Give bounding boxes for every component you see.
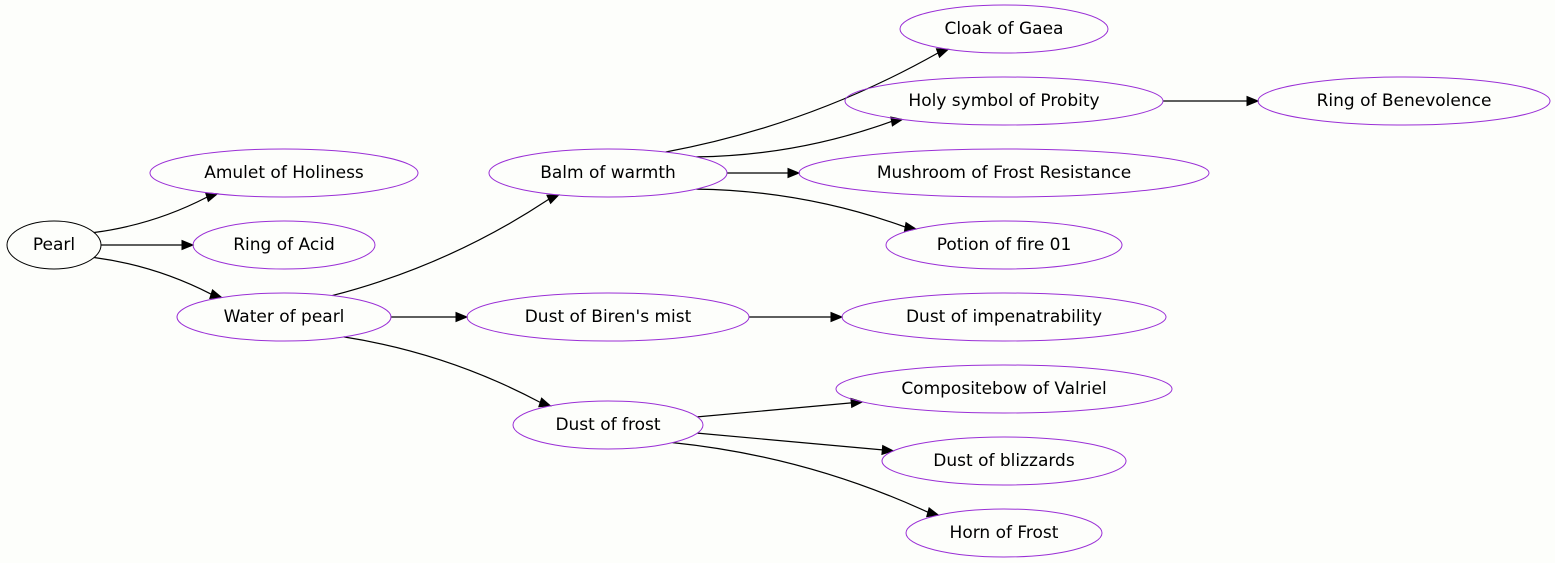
edge-pearl-to-ring-of-acid <box>101 239 195 251</box>
node-label: Dust of impenatrability <box>906 307 1102 327</box>
node-ellipse <box>905 508 1103 558</box>
node-balm-of-warmth: Balm of warmth <box>488 148 728 198</box>
node-label: Dust of frost <box>555 415 660 435</box>
node-ring-of-acid: Ring of Acid <box>192 220 376 270</box>
edge-line <box>672 442 929 513</box>
edge-line <box>697 402 852 418</box>
arrowhead-icon <box>1246 95 1260 107</box>
node-dust-of-blizzards: Dust of blizzards <box>881 436 1127 486</box>
edge-line <box>696 188 906 228</box>
node-label: Balm of warmth <box>540 163 676 183</box>
node-label: Horn of Frost <box>950 523 1059 543</box>
node-label: Potion of fire 01 <box>937 235 1072 255</box>
node-pearl: Pearl <box>6 220 102 270</box>
node-ellipse <box>899 4 1109 54</box>
node-ellipse <box>192 220 376 270</box>
arrowhead-icon <box>830 311 844 323</box>
node-potion-of-fire-01: Potion of fire 01 <box>885 220 1123 270</box>
node-ellipse <box>176 292 392 342</box>
edge-water-of-pearl-to-dust-of-frost <box>343 336 552 408</box>
edge-line <box>697 432 883 451</box>
node-dust-of-birens-mist: Dust of Biren's mist <box>466 292 750 342</box>
node-holy-symbol-of-probity: Holy symbol of Probity <box>844 76 1164 126</box>
node-label: Dust of Biren's mist <box>525 307 692 327</box>
edge-dust-of-frost-to-horn-of-frost <box>672 442 940 518</box>
edge-line <box>94 196 208 234</box>
arrowhead-icon <box>455 311 469 323</box>
node-dust-of-frost: Dust of frost <box>512 400 704 450</box>
edge-balm-of-warmth-to-potion-of-fire-01 <box>696 188 918 233</box>
node-label: Amulet of Holiness <box>204 163 364 183</box>
edge-balm-of-warmth-to-cloak-of-gaea <box>665 48 950 153</box>
node-ellipse <box>466 292 750 342</box>
node-compositebow-of-valriel: Compositebow of Valriel <box>835 364 1173 414</box>
edge-water-of-pearl-to-dust-of-birens-mist <box>391 311 469 323</box>
arrowhead-icon <box>881 444 895 456</box>
node-label: Cloak of Gaea <box>945 19 1064 39</box>
edge-balm-of-warmth-to-mushroom-of-frost-resistance <box>727 167 801 179</box>
edge-pearl-to-water-of-pearl <box>94 256 223 300</box>
node-horn-of-frost: Horn of Frost <box>905 508 1103 558</box>
node-ring-of-benevolence: Ring of Benevolence <box>1257 76 1551 126</box>
arrowhead-icon <box>538 397 552 408</box>
node-ellipse <box>841 292 1167 342</box>
node-label: Holy symbol of Probity <box>908 91 1099 111</box>
edge-dust-of-frost-to-dust-of-blizzards <box>697 432 895 456</box>
node-cloak-of-gaea: Cloak of Gaea <box>899 4 1109 54</box>
node-label: Ring of Acid <box>233 235 335 255</box>
node-mushroom-of-frost-resistance: Mushroom of Frost Resistance <box>798 148 1210 198</box>
node-ellipse <box>6 220 102 270</box>
node-ellipse <box>149 148 419 198</box>
edge-line <box>343 336 541 403</box>
edge-dust-of-frost-to-compositebow-of-valriel <box>697 397 864 418</box>
edge-holy-symbol-of-probity-to-ring-of-benevolence <box>1163 95 1260 107</box>
node-ellipse <box>885 220 1123 270</box>
node-label: Ring of Benevolence <box>1317 91 1492 111</box>
node-ellipse <box>844 76 1164 126</box>
node-label: Dust of blizzards <box>933 451 1075 471</box>
arrowhead-icon <box>935 48 950 59</box>
node-label: Compositebow of Valriel <box>901 379 1106 399</box>
edge-pearl-to-amulet-of-holiness <box>94 192 219 234</box>
edge-line <box>696 120 892 158</box>
node-ellipse <box>488 148 728 198</box>
node-amulet-of-holiness: Amulet of Holiness <box>149 148 419 198</box>
arrowhead-icon <box>787 167 801 179</box>
arrowhead-icon <box>926 507 940 518</box>
arrowhead-icon <box>209 289 223 300</box>
edge-line <box>332 198 550 297</box>
node-ellipse <box>1257 76 1551 126</box>
edge-balm-of-warmth-to-holy-symbol-of-probity <box>696 116 904 158</box>
edge-dust-of-birens-mist-to-dust-of-impenatrability <box>749 311 844 323</box>
node-ellipse <box>881 436 1127 486</box>
node-ellipse <box>798 148 1210 198</box>
node-label: Mushroom of Frost Resistance <box>877 163 1131 183</box>
node-dust-of-impenatrability: Dust of impenatrability <box>841 292 1167 342</box>
arrowhead-icon <box>181 239 195 251</box>
edge-line <box>94 256 212 295</box>
node-label: Pearl <box>33 235 75 255</box>
edge-line <box>665 52 939 153</box>
arrowhead-icon <box>546 194 561 205</box>
edge-water-of-pearl-to-balm-of-warmth <box>332 194 561 297</box>
node-label: Water of pearl <box>224 307 345 327</box>
node-water-of-pearl: Water of pearl <box>176 292 392 342</box>
node-ellipse <box>512 400 704 450</box>
edges-layer <box>94 48 1260 518</box>
node-ellipse <box>835 364 1173 414</box>
